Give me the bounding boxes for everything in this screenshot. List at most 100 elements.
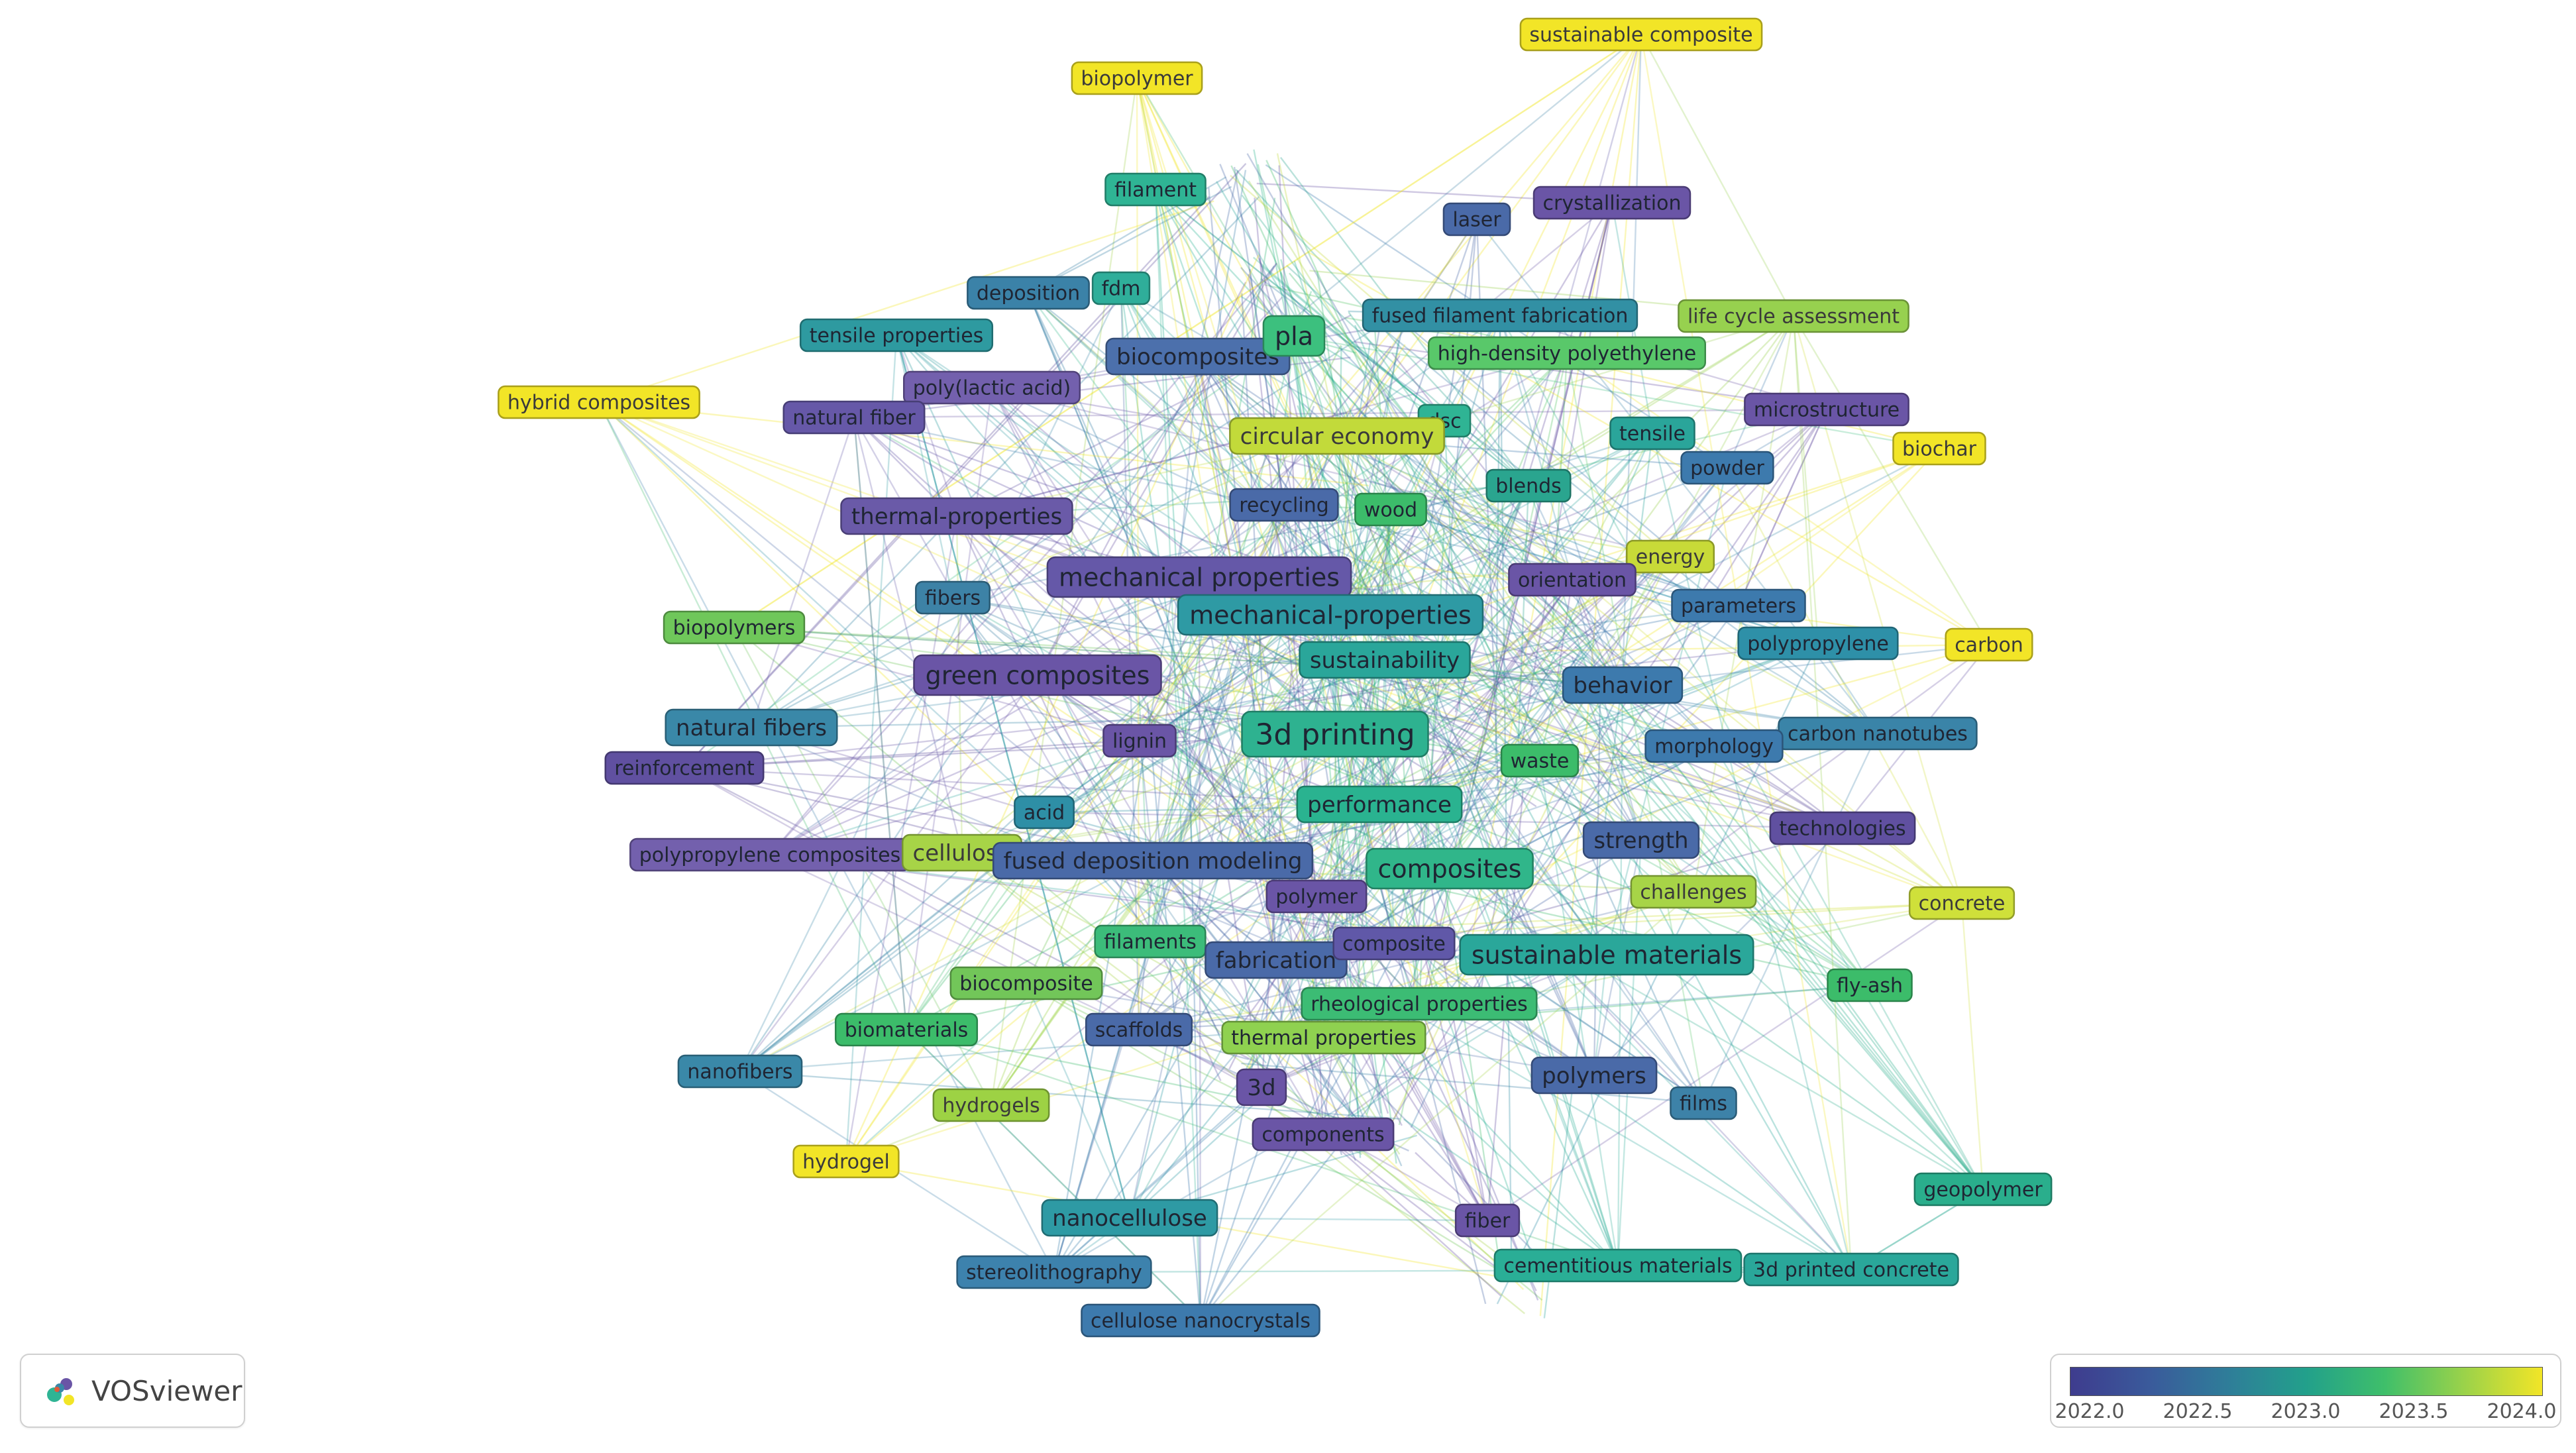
node-filament[interactable]: filament bbox=[1104, 172, 1207, 207]
link-line bbox=[1371, 480, 1739, 607]
node-hydrogel[interactable]: hydrogel bbox=[792, 1144, 900, 1179]
node-reinforcement[interactable]: reinforcement bbox=[604, 751, 765, 785]
node-box bbox=[1428, 336, 1706, 370]
node-3d-printed-concrete[interactable]: 3d printed concrete bbox=[1743, 1252, 1959, 1287]
node-hydrogels[interactable]: hydrogels bbox=[932, 1088, 1050, 1122]
node-biomaterials[interactable]: biomaterials bbox=[834, 1012, 979, 1047]
node-acid[interactable]: acid bbox=[1014, 795, 1075, 830]
node-thermal-properties[interactable]: thermal-properties bbox=[840, 497, 1073, 535]
node-mechanical-properties[interactable]: mechanical properties bbox=[1046, 556, 1352, 598]
link-line bbox=[1280, 259, 1451, 869]
node-polypropylene[interactable]: polypropylene bbox=[1737, 626, 1899, 661]
node-3d-printing[interactable]: 3d printing bbox=[1241, 710, 1429, 758]
node-biochar[interactable]: biochar bbox=[1892, 431, 1986, 466]
node-label: composite bbox=[1342, 933, 1446, 956]
node-energy[interactable]: energy bbox=[1625, 539, 1715, 574]
node-biocomposite[interactable]: biocomposite bbox=[949, 966, 1103, 1000]
node-stereolithography[interactable]: stereolithography bbox=[956, 1255, 1152, 1289]
node-nanocellulose[interactable]: nanocellulose bbox=[1041, 1199, 1218, 1237]
node-fly-ash[interactable]: fly-ash bbox=[1827, 968, 1913, 1002]
node-label: morphology bbox=[1654, 735, 1774, 759]
node-rheological-properties[interactable]: rheological properties bbox=[1301, 987, 1538, 1021]
node-components[interactable]: components bbox=[1252, 1117, 1395, 1152]
node-circular-economy[interactable]: circular economy bbox=[1229, 417, 1445, 455]
node-polymers[interactable]: polymers bbox=[1530, 1056, 1658, 1095]
node-life-cycle-assessment[interactable]: life cycle assessment bbox=[1678, 299, 1909, 333]
node-fused-deposition-modeling[interactable]: fused deposition modeling bbox=[992, 841, 1314, 880]
node-box bbox=[1644, 729, 1784, 763]
node-label: fibers bbox=[925, 587, 981, 610]
node-technologies[interactable]: technologies bbox=[1769, 811, 1916, 845]
node-sustainable-materials[interactable]: sustainable materials bbox=[1459, 934, 1754, 976]
node-fdm[interactable]: fdm bbox=[1091, 271, 1151, 305]
node-composites[interactable]: composites bbox=[1366, 847, 1534, 890]
node-box bbox=[1485, 468, 1572, 503]
link-line bbox=[1276, 153, 1338, 437]
node-3d[interactable]: 3d bbox=[1236, 1068, 1287, 1106]
node-biocomposites[interactable]: biocomposites bbox=[1105, 337, 1291, 376]
link-line bbox=[684, 335, 1295, 769]
link-line bbox=[1340, 34, 1642, 445]
node-strength[interactable]: strength bbox=[1582, 821, 1700, 859]
node-box bbox=[792, 1144, 900, 1179]
node-sustainable-composite[interactable]: sustainable composite bbox=[1519, 17, 1763, 52]
node-hybrid-composites[interactable]: hybrid composites bbox=[498, 385, 700, 419]
node-pla[interactable]: pla bbox=[1262, 315, 1326, 357]
node-label: rheological properties bbox=[1311, 993, 1528, 1016]
node-sustainability[interactable]: sustainability bbox=[1299, 641, 1471, 679]
node-biopolymers[interactable]: biopolymers bbox=[663, 610, 806, 645]
node-box bbox=[1493, 1248, 1743, 1283]
node-tensile[interactable]: tensile bbox=[1609, 416, 1695, 451]
link-line bbox=[961, 628, 1240, 853]
link-line bbox=[1215, 745, 1715, 860]
node-box bbox=[1519, 17, 1763, 52]
node-orientation[interactable]: orientation bbox=[1508, 563, 1637, 597]
node-powder[interactable]: powder bbox=[1680, 451, 1774, 485]
node-nanofibers[interactable]: nanofibers bbox=[677, 1054, 803, 1089]
node-deposition[interactable]: deposition bbox=[967, 276, 1090, 310]
node-films[interactable]: films bbox=[1670, 1086, 1737, 1120]
color-scale-tick: 2022.0 bbox=[2055, 1400, 2125, 1423]
node-scaffolds[interactable]: scaffolds bbox=[1085, 1012, 1193, 1047]
node-natural-fiber[interactable]: natural fiber bbox=[782, 400, 926, 435]
node-carbon-nanotubes[interactable]: carbon nanotubes bbox=[1778, 716, 1978, 751]
link-line bbox=[895, 335, 1131, 1218]
node-geopolymer[interactable]: geopolymer bbox=[1913, 1172, 2053, 1207]
node-wood[interactable]: wood bbox=[1354, 492, 1427, 527]
node-recycling[interactable]: recycling bbox=[1229, 488, 1339, 522]
node-cellulose-nanocrystals[interactable]: cellulose nanocrystals bbox=[1081, 1303, 1320, 1338]
node-mechanical-properties[interactable]: mechanical-properties bbox=[1177, 594, 1484, 636]
node-biopolymer[interactable]: biopolymer bbox=[1071, 61, 1203, 95]
node-filaments[interactable]: filaments bbox=[1094, 924, 1207, 959]
node-polypropylene-composites[interactable]: polypropylene composites bbox=[629, 837, 910, 872]
node-high-density-polyethylene[interactable]: high-density polyethylene bbox=[1428, 336, 1706, 370]
node-composite[interactable]: composite bbox=[1332, 926, 1456, 961]
node-lignin[interactable]: lignin bbox=[1102, 724, 1177, 758]
node-carbon[interactable]: carbon bbox=[1945, 627, 2033, 662]
link-line bbox=[739, 1070, 1401, 1120]
node-laser[interactable]: laser bbox=[1442, 202, 1511, 237]
node-behavior[interactable]: behavior bbox=[1562, 666, 1684, 704]
node-challenges[interactable]: challenges bbox=[1630, 875, 1757, 909]
node-cementitious-materials[interactable]: cementitious materials bbox=[1493, 1248, 1743, 1283]
node-fabrication[interactable]: fabrication bbox=[1205, 941, 1348, 979]
node-parameters[interactable]: parameters bbox=[1671, 588, 1806, 623]
node-poly-lactic-acid[interactable]: poly(lactic acid) bbox=[903, 370, 1081, 405]
node-concrete[interactable]: concrete bbox=[1908, 886, 2015, 920]
node-blends[interactable]: blends bbox=[1485, 468, 1572, 503]
node-thermal-properties[interactable]: thermal properties bbox=[1221, 1020, 1426, 1055]
node-microstructure[interactable]: microstructure bbox=[1744, 392, 1909, 427]
node-polymer[interactable]: polymer bbox=[1265, 879, 1368, 914]
node-fibers[interactable]: fibers bbox=[915, 580, 991, 615]
node-performance[interactable]: performance bbox=[1296, 785, 1463, 824]
node-morphology[interactable]: morphology bbox=[1644, 729, 1784, 763]
node-tensile-properties[interactable]: tensile properties bbox=[799, 318, 994, 352]
node-crystallization[interactable]: crystallization bbox=[1532, 186, 1691, 220]
node-fiber[interactable]: fiber bbox=[1454, 1203, 1521, 1238]
node-waste[interactable]: waste bbox=[1500, 743, 1580, 778]
node-natural-fibers[interactable]: natural fibers bbox=[665, 708, 838, 747]
node-box bbox=[1041, 1199, 1218, 1237]
node-fused-filament-fabrication[interactable]: fused filament fabrication bbox=[1362, 298, 1638, 333]
node-green-composites[interactable]: green composites bbox=[913, 654, 1162, 696]
